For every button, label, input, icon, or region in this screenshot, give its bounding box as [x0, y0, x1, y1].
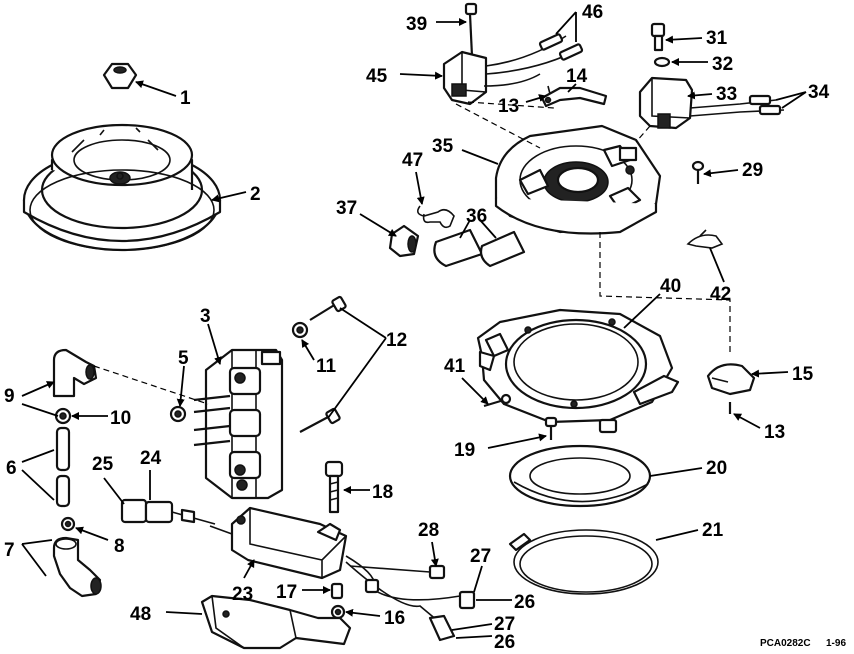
callout-20: 20	[706, 458, 727, 479]
callout-19: 19	[454, 440, 475, 461]
wire-harness	[345, 555, 476, 642]
part-10-nut	[54, 407, 72, 425]
callout-15: 15	[792, 364, 814, 385]
callout-34: 34	[808, 82, 830, 103]
callout-28: 28	[418, 520, 439, 541]
callout-35: 35	[432, 136, 454, 157]
part-21-retaining-ring	[508, 529, 659, 595]
callout-47: 47	[402, 150, 423, 171]
part-1-nut	[102, 62, 138, 90]
part-37-plug	[388, 224, 420, 258]
callout-3: 3	[200, 306, 211, 327]
part-17-spacer	[330, 582, 344, 600]
callout-21: 21	[702, 520, 724, 541]
part-2-flywheel	[22, 123, 222, 252]
callout-9: 9	[4, 386, 15, 407]
callout-46: 46	[582, 2, 603, 23]
part-12-screws	[299, 295, 347, 433]
callout-27-b: 27	[494, 614, 515, 635]
callout-48: 48	[130, 604, 151, 625]
callout-26-a: 26	[514, 592, 535, 613]
callout-1: 1	[180, 88, 191, 109]
part-39-screw	[464, 2, 478, 57]
part-33-charge-coil	[638, 76, 785, 130]
part-35-stator-plate	[494, 124, 662, 235]
callout-numbers: 1 2 3 5 9 10 11 12 6 8 7 18 25 24 23 17 …	[4, 2, 830, 653]
part-11-washer	[291, 321, 309, 339]
callout-36: 36	[466, 206, 487, 227]
callout-12: 12	[386, 330, 407, 351]
callout-2: 2	[250, 184, 261, 205]
part-31-screw	[650, 22, 666, 52]
callout-42: 42	[710, 284, 731, 305]
alignment-lines	[93, 101, 731, 405]
callout-29: 29	[742, 160, 763, 181]
callout-10: 10	[110, 408, 131, 429]
part-47-wire-clip	[416, 205, 455, 229]
callout-14: 14	[566, 66, 588, 87]
part-42-clip	[686, 229, 724, 249]
callout-13-b: 13	[764, 422, 785, 443]
callout-5: 5	[178, 348, 189, 369]
part-24-connector	[120, 498, 216, 525]
part-36-sleeves	[433, 228, 526, 268]
callout-32: 32	[712, 54, 733, 75]
callout-13-a: 13	[498, 96, 519, 117]
part-29-screw	[691, 160, 705, 184]
part-32-washer	[653, 56, 671, 68]
callout-18: 18	[372, 482, 393, 503]
date-code: 1-96	[826, 638, 846, 649]
callout-26-b: 26	[494, 632, 515, 653]
part-6-tubes	[55, 426, 71, 508]
callout-33: 33	[716, 84, 737, 105]
part-19-screw	[544, 416, 558, 440]
callout-leaders	[21, 11, 807, 639]
part-15-cover	[706, 363, 756, 396]
part-40-timer-base	[476, 308, 680, 434]
callout-39: 39	[406, 14, 427, 35]
callout-41: 41	[444, 356, 466, 377]
callout-37: 37	[336, 198, 357, 219]
callout-24: 24	[140, 448, 162, 469]
callout-17: 17	[276, 582, 297, 603]
part-5-nut	[169, 405, 187, 423]
part-20-retainer-plate	[508, 444, 652, 508]
part-14-clip	[540, 86, 608, 108]
part-8-spring	[60, 516, 76, 532]
part-9-boot-upper	[52, 348, 98, 398]
callout-27-a: 27	[470, 546, 491, 567]
figure-code: PCA0282C	[760, 638, 811, 649]
callout-16: 16	[384, 608, 405, 629]
callout-6: 6	[6, 458, 17, 479]
callout-25: 25	[92, 454, 114, 475]
part-45-sensor	[442, 33, 584, 106]
part-13-screw-top	[547, 85, 551, 95]
part-7-boot-lower	[52, 536, 102, 598]
callout-40: 40	[660, 276, 681, 297]
callout-11: 11	[316, 356, 337, 377]
part-41-screw	[483, 393, 512, 408]
callout-45: 45	[366, 66, 388, 87]
part-18-bolt	[324, 460, 344, 514]
part-48-bracket	[200, 594, 352, 650]
callout-7: 7	[4, 540, 15, 561]
part-23-ignition-coil	[209, 506, 348, 580]
callout-23: 23	[232, 584, 253, 605]
callout-31: 31	[706, 28, 728, 49]
callout-8: 8	[114, 536, 125, 557]
part-16-nut	[330, 604, 346, 620]
part-3-power-pack	[193, 348, 284, 500]
